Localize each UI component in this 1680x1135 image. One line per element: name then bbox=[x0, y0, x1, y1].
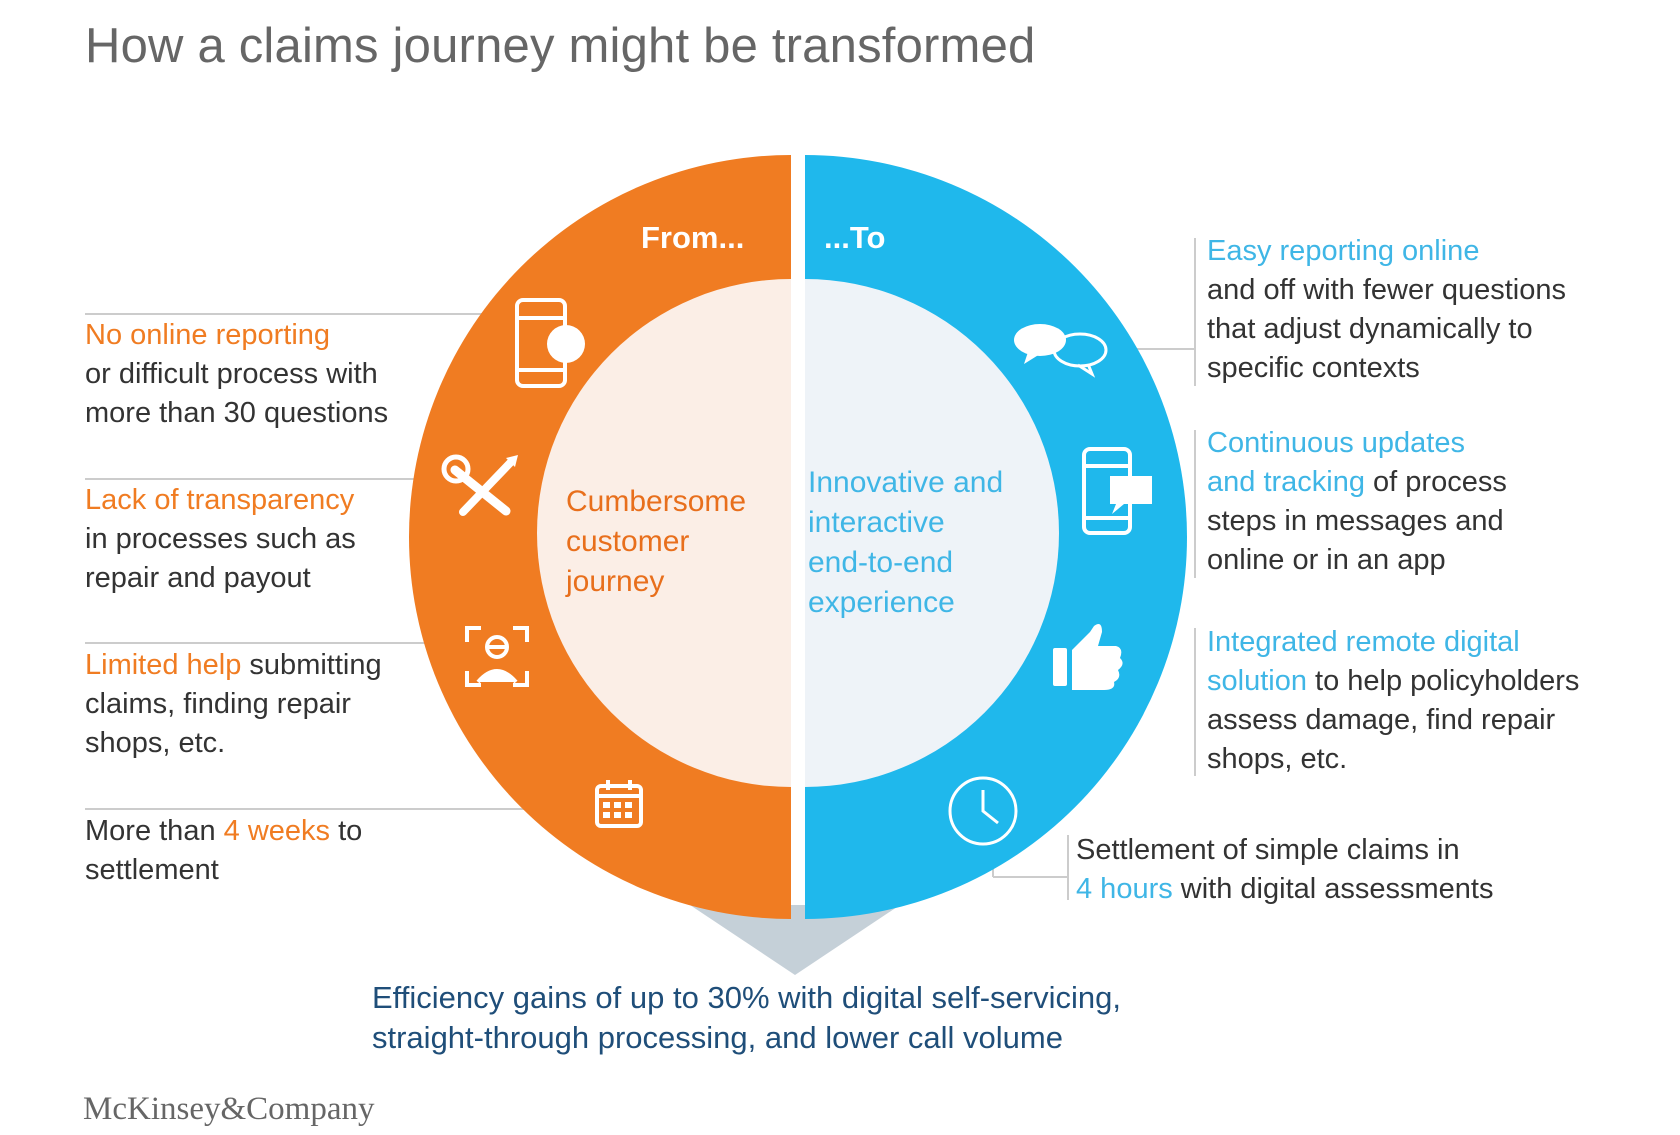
center-right-line: experience bbox=[808, 586, 955, 619]
efficiency-summary: Efficiency gains of up to 30% with digit… bbox=[372, 978, 1121, 1058]
item-post: with digital assessments bbox=[1172, 873, 1494, 905]
smartphone-icon bbox=[515, 298, 585, 388]
item-highlight: Integrated remote digital bbox=[1207, 626, 1520, 658]
chat-bubbles-icon bbox=[1014, 324, 1108, 378]
center-left-line: Cumbersome bbox=[566, 485, 747, 518]
to-label: ...To bbox=[824, 220, 886, 255]
item-highlight: No online reporting bbox=[85, 319, 331, 351]
item-line: more than 30 questions bbox=[85, 397, 389, 429]
item-line: specific contexts bbox=[1207, 352, 1420, 384]
center-left-line: customer bbox=[566, 525, 690, 558]
phone-message-icon bbox=[1082, 447, 1152, 535]
calendar-icon bbox=[595, 780, 643, 828]
down-arrow bbox=[690, 905, 900, 975]
item-highlight-2: and tracking bbox=[1207, 466, 1365, 498]
item-line: online or in an app bbox=[1207, 544, 1446, 576]
item-line: that adjust dynamically to bbox=[1207, 313, 1533, 345]
item-rest: submitting bbox=[241, 649, 382, 681]
center-left-line: journey bbox=[566, 565, 665, 598]
item-line: settlement bbox=[85, 854, 219, 886]
left-item-online-reporting: No online reporting or difficult process… bbox=[85, 316, 388, 433]
item-rest: to help policyholders bbox=[1306, 665, 1580, 697]
item-line: repair and payout bbox=[85, 562, 311, 594]
item-line: claims, finding repair bbox=[85, 688, 351, 720]
item-line: in processes such as bbox=[85, 523, 356, 555]
center-right-line: interactive bbox=[808, 506, 945, 539]
item-line: shops, etc. bbox=[1207, 743, 1348, 775]
item-post: to bbox=[330, 815, 363, 847]
left-item-transparency: Lack of transparency in processes such a… bbox=[85, 481, 356, 598]
center-right-text: Innovative and interactive end-to-end ex… bbox=[808, 463, 1003, 623]
item-highlight-2: solution bbox=[1207, 665, 1307, 697]
agent-portrait-icon bbox=[465, 626, 529, 687]
item-line: shops, etc. bbox=[85, 727, 226, 759]
item-pre: Settlement of simple claims in bbox=[1076, 834, 1460, 866]
item-line: assess damage, find repair bbox=[1207, 704, 1556, 736]
thumbs-up-icon bbox=[1053, 624, 1123, 690]
left-item-limited-help: Limited help submitting claims, finding … bbox=[85, 646, 382, 763]
item-pre: More than bbox=[85, 815, 224, 847]
right-item-easy-reporting: Easy reporting online and off with fewer… bbox=[1207, 232, 1566, 388]
item-line: and off with fewer questions bbox=[1207, 274, 1566, 306]
summary-line: Efficiency gains of up to 30% with digit… bbox=[372, 980, 1121, 1015]
right-item-settlement: Settlement of simple claims in 4 hours w… bbox=[1076, 831, 1493, 909]
item-highlight: Lack of transparency bbox=[85, 484, 355, 516]
item-highlight: Continuous updates bbox=[1207, 427, 1465, 459]
item-line: steps in messages and bbox=[1207, 505, 1504, 537]
item-highlight: 4 weeks bbox=[223, 815, 331, 847]
wrench-screwdriver-icon bbox=[441, 454, 518, 516]
summary-line: straight-through processing, and lower c… bbox=[372, 1020, 1063, 1055]
right-item-continuous-updates: Continuous updates and tracking of proce… bbox=[1207, 424, 1507, 580]
page-title: How a claims journey might be transforme… bbox=[85, 19, 1036, 73]
item-rest: of process bbox=[1365, 466, 1507, 498]
left-item-settlement: More than 4 weeks to settlement bbox=[85, 812, 362, 890]
from-inner bbox=[537, 279, 791, 787]
to-inner bbox=[805, 279, 1059, 787]
company-logo: McKinsey&Company bbox=[83, 1091, 375, 1127]
item-highlight: Easy reporting online bbox=[1207, 235, 1480, 267]
center-left-text: Cumbersome customer journey bbox=[566, 482, 746, 602]
clock-icon bbox=[948, 776, 1018, 846]
from-label: From... bbox=[641, 220, 745, 255]
leader-lines-left bbox=[85, 313, 540, 810]
right-item-remote-digital: Integrated remote digital solution to he… bbox=[1207, 623, 1579, 779]
item-highlight: Limited help bbox=[85, 649, 242, 681]
center-right-line: Innovative and bbox=[808, 466, 1004, 499]
center-right-line: end-to-end bbox=[808, 546, 954, 579]
item-line: or difficult process with bbox=[85, 358, 378, 390]
item-highlight: 4 hours bbox=[1076, 873, 1173, 905]
